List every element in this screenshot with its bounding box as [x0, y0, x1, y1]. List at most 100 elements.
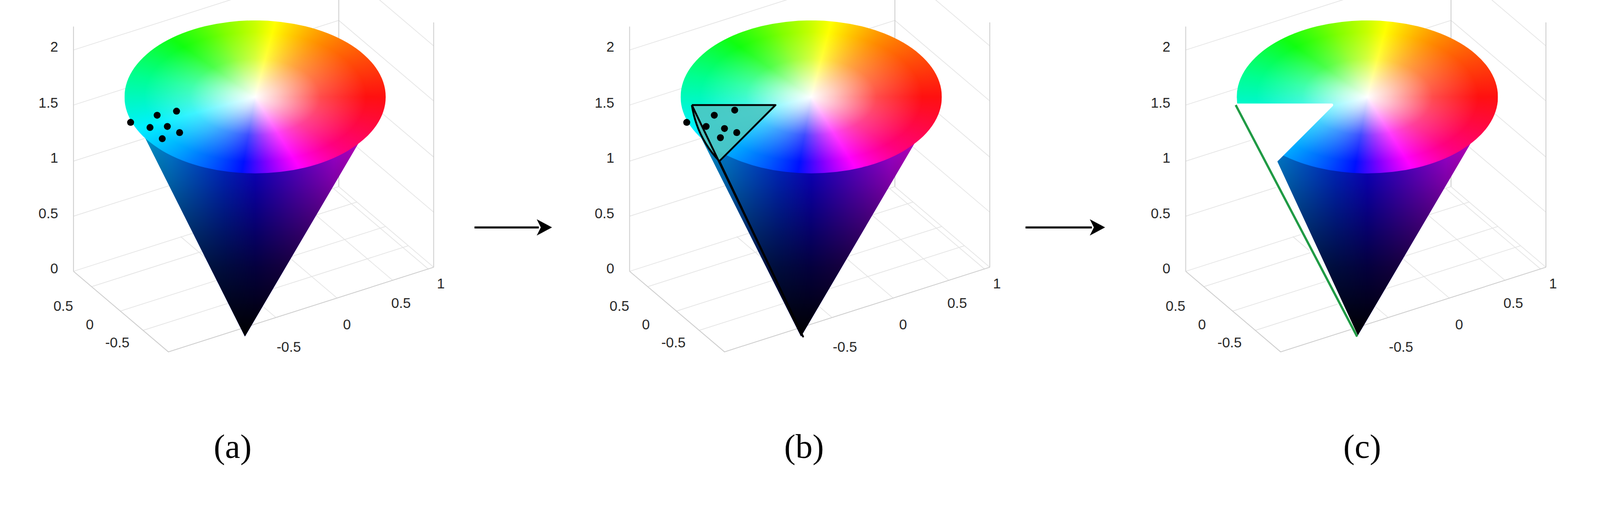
tick-label: 0 [899, 316, 907, 333]
arrow-head [1089, 219, 1105, 236]
tick-value: 0.5 [609, 298, 630, 314]
sample-dots [127, 107, 184, 143]
tick-value: 1 [606, 150, 615, 166]
tick-value: 0 [606, 260, 615, 276]
tick-label: 2 [1162, 38, 1171, 56]
panel-label: (b) [784, 427, 825, 467]
tick-label: -0.5 [832, 338, 858, 355]
tick-label: 1 [436, 275, 445, 292]
tick-label: 0 [1198, 316, 1206, 333]
panel-label-text: (a) [213, 427, 252, 466]
tick-label: -0.5 [1217, 334, 1243, 351]
tick-label: -0.5 [1388, 338, 1413, 355]
tick-label: 0.5 [38, 205, 58, 222]
panel-label-text: (b) [784, 427, 825, 466]
tick-value: -0.5 [1217, 334, 1243, 351]
dot [163, 122, 171, 130]
dot [176, 129, 184, 136]
dot [716, 133, 724, 141]
cone-edge [1235, 105, 1357, 337]
tick-value: 2 [606, 38, 615, 55]
tick-label: -0.5 [105, 334, 130, 351]
tick-label: 0.5 [947, 294, 967, 311]
tick-label: 1 [1162, 150, 1171, 167]
tick-value: 0.5 [53, 298, 74, 314]
tick-label: 1.5 [594, 94, 615, 112]
dot [733, 129, 740, 136]
tick-value: -0.5 [832, 338, 858, 355]
tick-value: 0 [342, 316, 351, 332]
tick-value: 0.5 [947, 294, 967, 311]
tick-value: 0 [1162, 260, 1171, 276]
tick-label: 0 [641, 316, 650, 333]
tick-label: 1.5 [1150, 94, 1171, 112]
wedge-side [691, 105, 803, 337]
axes-box [73, 0, 434, 352]
dot [172, 107, 180, 115]
tick-value: 1 [50, 150, 58, 166]
tick-value: 1.5 [1150, 94, 1171, 111]
tick-label: 1.5 [38, 94, 58, 112]
panel-label: (c) [1343, 427, 1382, 467]
wedge-outline [691, 105, 803, 337]
arrow-head [536, 219, 552, 236]
tick-value: 0 [85, 316, 94, 332]
axes-box [629, 0, 991, 352]
tick-label: 0.5 [53, 298, 74, 315]
tick-value: 0.5 [1165, 298, 1186, 314]
arrow-shaft [474, 226, 539, 229]
tick-value: 2 [1162, 38, 1171, 55]
cut-out [1233, 105, 1357, 338]
arrow-shaft [1025, 226, 1092, 229]
tick-value: -0.5 [1388, 338, 1413, 355]
tick-label: 1 [606, 150, 615, 167]
dot [158, 135, 166, 143]
tick-value: -0.5 [661, 334, 686, 351]
dot [720, 125, 728, 132]
tick-value: 0.5 [391, 294, 411, 311]
tick-label: 2 [50, 38, 58, 56]
step-arrows [474, 219, 1106, 236]
tick-label: 0 [85, 316, 94, 333]
tick-label: 0.5 [1150, 205, 1171, 222]
tick-value: 1 [1549, 275, 1558, 291]
figure-part [683, 106, 741, 142]
tick-label: 2 [606, 38, 615, 56]
tick-value: 2 [50, 38, 58, 55]
panel-label: (a) [213, 427, 252, 467]
tick-value: 0 [641, 316, 650, 332]
tick-label: 0.5 [609, 298, 630, 315]
tick-value: 0.5 [38, 205, 58, 221]
removed-region [1233, 105, 1357, 338]
tick-label: 1 [993, 275, 1001, 292]
tick-value: 0.5 [594, 205, 615, 221]
tick-value: -0.5 [105, 334, 130, 351]
dot [146, 124, 154, 132]
panel-label-text: (c) [1343, 427, 1382, 466]
tick-label: 0 [50, 260, 58, 277]
dot [731, 106, 738, 114]
tick-value: 0 [1198, 316, 1206, 332]
hue-disk [124, 20, 386, 174]
dot [153, 111, 161, 119]
tick-value: 1 [993, 275, 1001, 291]
tick-value: 0.5 [1503, 294, 1524, 311]
tick-value: 0 [50, 260, 58, 276]
tick-label: 1 [50, 150, 58, 167]
tick-label: 0 [1162, 260, 1171, 277]
wedge-region [683, 105, 804, 337]
tick-label: 0 [606, 260, 615, 277]
tick-label: 0.5 [1503, 294, 1524, 311]
tick-value: 1.5 [594, 94, 615, 111]
tick-value: 1 [1162, 150, 1171, 166]
dot [702, 122, 710, 130]
tick-value: -0.5 [276, 338, 302, 355]
tick-label: 0 [342, 316, 351, 333]
dot [683, 118, 691, 126]
tick-label: 1 [1549, 275, 1558, 292]
dot [710, 111, 718, 119]
axes-box [1185, 0, 1546, 352]
tick-label: -0.5 [661, 334, 686, 351]
dot [127, 118, 134, 126]
